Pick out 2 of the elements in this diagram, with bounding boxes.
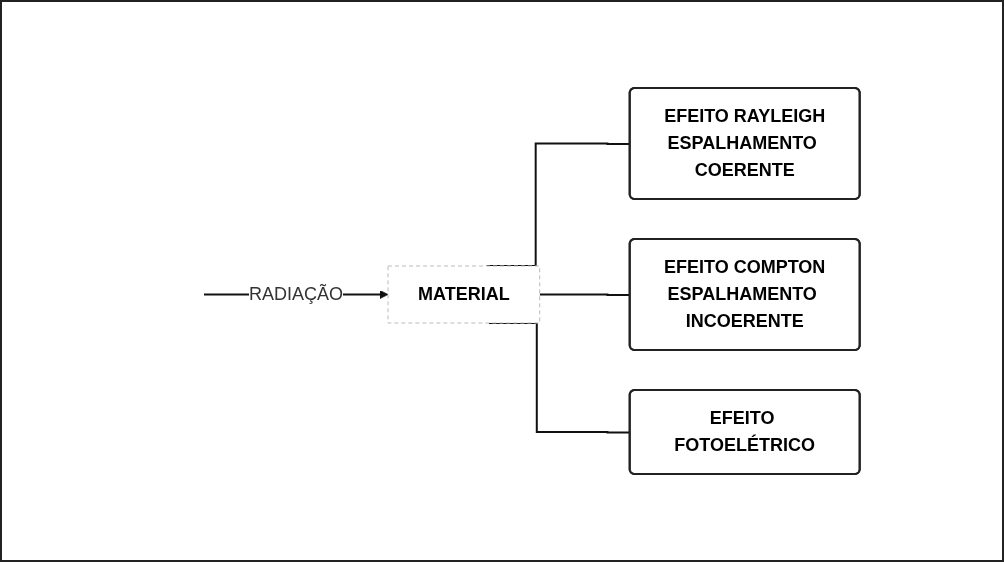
edge-label: RADIAÇÃO [249, 284, 344, 304]
node-box: MATERIAL [387, 265, 541, 324]
